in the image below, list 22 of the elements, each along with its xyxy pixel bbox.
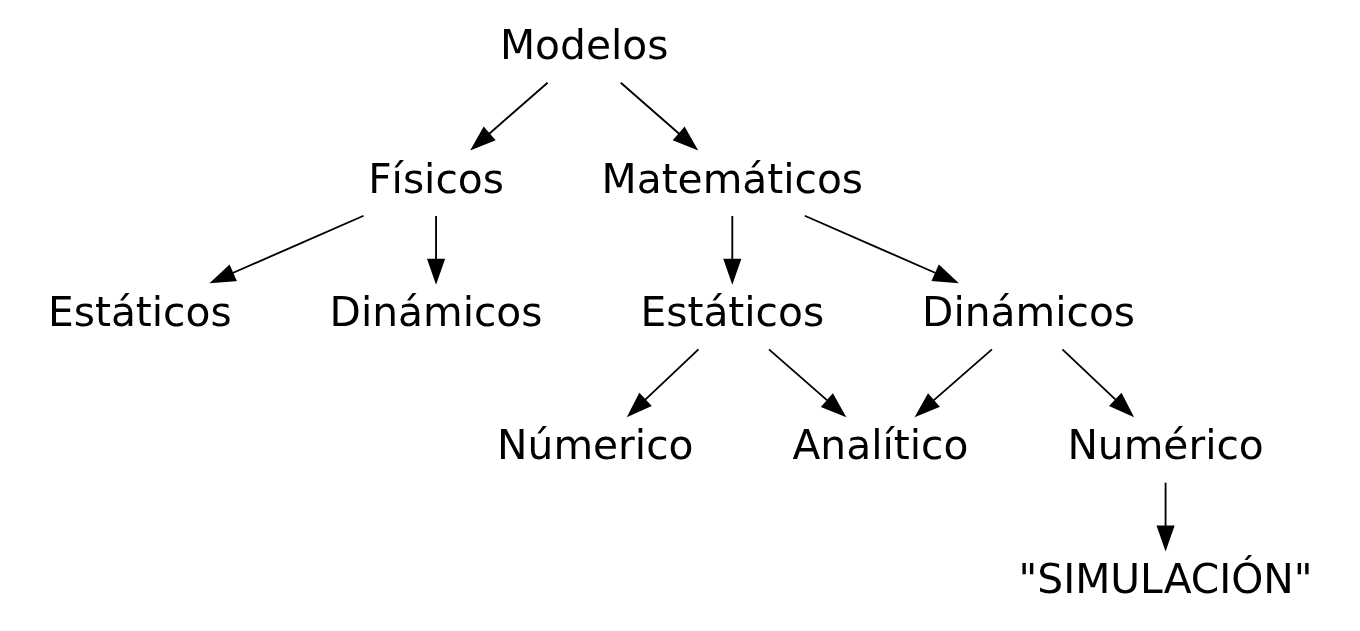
node-text: Físicos [368,154,504,203]
arrow [426,215,446,285]
node-text: Dinámicos [329,287,543,336]
node-text: Modelos [499,21,669,70]
arrow [914,348,993,418]
node-text: "SIMULACIÓN" [1018,554,1313,603]
node-text: Analítico [792,421,969,470]
arrow [723,215,742,285]
arrow [619,81,699,151]
node-text: Numérico [1067,421,1264,470]
arrow [470,81,549,151]
node-text: Matemáticos [601,154,864,203]
node-text: Estáticos [47,287,232,336]
arrow [768,348,847,418]
arrow [626,348,700,418]
node-text: Estáticos [640,287,825,336]
node-text: Númerico [497,421,694,470]
node-text: Dinámicos [922,287,1136,336]
arrow [1156,481,1175,552]
arrow [803,214,959,284]
arrow [1061,348,1135,418]
arrow [209,214,365,284]
